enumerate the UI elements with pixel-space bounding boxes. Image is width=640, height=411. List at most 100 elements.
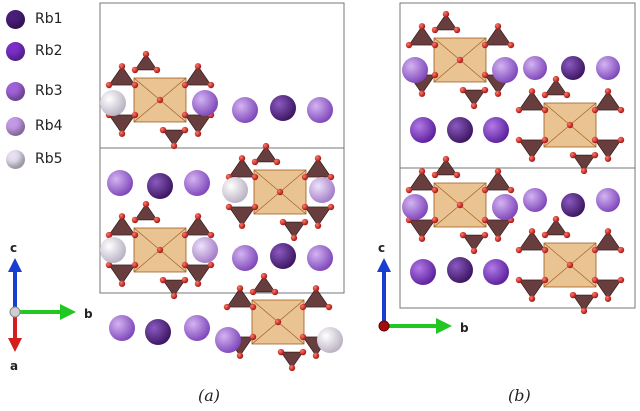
oxygen-atom bbox=[541, 246, 549, 254]
oxygen-atom bbox=[541, 276, 549, 284]
oxygen-atom bbox=[604, 155, 612, 162]
unit-b4-tetrahedron bbox=[544, 218, 568, 236]
rb1-atom bbox=[270, 243, 296, 269]
oxygen-atom bbox=[225, 203, 233, 211]
rb3-atom bbox=[523, 188, 547, 212]
oxygen-atom bbox=[418, 23, 426, 30]
unit-a2-tetrahedron bbox=[254, 145, 278, 163]
unit-b2-tetrahedron bbox=[518, 139, 546, 160]
unit-b4-tetrahedron bbox=[518, 279, 546, 300]
oxygen-atom bbox=[131, 216, 139, 224]
rb1-atom bbox=[145, 319, 171, 345]
oxygen-atom bbox=[223, 303, 231, 311]
unit-a1-tetrahedron bbox=[162, 129, 186, 147]
rb2-atom bbox=[410, 117, 436, 143]
oxygen-atom bbox=[541, 231, 549, 239]
oxygen-atom bbox=[431, 216, 439, 224]
oxygen-atom bbox=[277, 348, 285, 356]
rb4-atom bbox=[309, 177, 335, 203]
unit-b3-tetrahedron bbox=[462, 234, 486, 252]
unit-b4-tetrahedron bbox=[572, 294, 596, 312]
unit-a3-tetrahedron bbox=[162, 279, 186, 297]
oxygen-atom bbox=[541, 136, 549, 144]
oxygen-atom bbox=[528, 228, 536, 235]
rb3-atom bbox=[596, 56, 620, 80]
unit-a2-tetrahedron bbox=[304, 206, 332, 227]
unit-a2-tetrahedron bbox=[228, 157, 256, 178]
axis-a-c-head bbox=[8, 258, 22, 272]
unit-a2-tetrahedron bbox=[304, 157, 332, 178]
oxygen-atom bbox=[494, 235, 502, 242]
oxygen-atom bbox=[156, 246, 164, 254]
unit-a2-tetrahedron bbox=[228, 206, 256, 227]
legend-rb4-label: Rb4 bbox=[35, 118, 63, 134]
oxygen-atom bbox=[528, 295, 536, 302]
unit-a1-tetrahedron bbox=[184, 65, 212, 86]
panel-b-label: (b) bbox=[508, 386, 531, 405]
axis-b-c-head bbox=[377, 258, 391, 272]
oxygen-atom bbox=[159, 126, 167, 134]
oxygen-atom bbox=[481, 216, 489, 224]
oxygen-atom bbox=[194, 280, 202, 287]
rb1-atom bbox=[147, 173, 173, 199]
legend-rb5: Rb5 bbox=[6, 148, 63, 170]
rb3-atom bbox=[492, 194, 518, 220]
oxygen-atom bbox=[249, 303, 257, 311]
legend-rb1: Rb1 bbox=[6, 8, 63, 30]
oxygen-atom bbox=[453, 171, 461, 179]
rb3-atom bbox=[596, 188, 620, 212]
unit-a3-tetrahedron bbox=[108, 215, 136, 236]
oxygen-atom bbox=[207, 81, 215, 89]
rb3-atom bbox=[232, 97, 258, 123]
oxygen-atom bbox=[279, 218, 287, 226]
oxygen-atom bbox=[541, 106, 549, 114]
legend-rb1-label: Rb1 bbox=[35, 11, 63, 27]
oxygen-atom bbox=[105, 261, 113, 269]
rb5-atom bbox=[100, 237, 126, 263]
rb2-atom bbox=[483, 259, 509, 285]
oxygen-atom bbox=[181, 276, 189, 284]
oxygen-atom bbox=[118, 130, 126, 137]
oxygen-atom bbox=[327, 203, 335, 211]
oxygen-atom bbox=[181, 231, 189, 239]
legend-rb3-label: Rb3 bbox=[35, 83, 63, 99]
unit-b2-tetrahedron bbox=[594, 139, 622, 160]
oxygen-atom bbox=[159, 276, 167, 284]
axis-b-c-label: c bbox=[378, 241, 385, 255]
oxygen-atom bbox=[105, 231, 113, 239]
oxygen-atom bbox=[442, 10, 450, 18]
oxygen-atom bbox=[181, 261, 189, 269]
oxygen-atom bbox=[459, 231, 467, 239]
oxygen-atom bbox=[156, 96, 164, 104]
unit-b2-tetrahedron bbox=[594, 90, 622, 111]
unit-a1-tetrahedron bbox=[184, 114, 212, 135]
oxygen-atom bbox=[153, 66, 161, 74]
oxygen-atom bbox=[236, 352, 244, 359]
unit-b4-tetrahedron bbox=[594, 230, 622, 251]
rb1-atom bbox=[270, 95, 296, 121]
oxygen-atom bbox=[299, 348, 307, 356]
oxygen-atom bbox=[528, 155, 536, 162]
oxygen-atom bbox=[238, 155, 246, 162]
oxygen-atom bbox=[418, 90, 426, 97]
unit-b2-tetrahedron bbox=[572, 154, 596, 172]
oxygen-atom bbox=[131, 261, 139, 269]
oxygen-atom bbox=[105, 81, 113, 89]
oxygen-atom bbox=[591, 246, 599, 254]
oxygen-atom bbox=[274, 318, 282, 326]
rb1-atom bbox=[561, 56, 585, 80]
oxygen-atom bbox=[617, 106, 625, 114]
oxygen-atom bbox=[131, 66, 139, 74]
rb1-atom bbox=[561, 193, 585, 217]
unit-b3-tetrahedron bbox=[408, 170, 436, 191]
unit-b1-tetrahedron bbox=[484, 25, 512, 46]
rb5-atom bbox=[317, 327, 343, 353]
oxygen-atom bbox=[591, 136, 599, 144]
rb2-atom bbox=[410, 259, 436, 285]
unit-b2-tetrahedron bbox=[544, 78, 568, 96]
rb4-swatch bbox=[6, 116, 25, 136]
oxygen-atom bbox=[251, 173, 259, 181]
oxygen-atom bbox=[290, 234, 298, 242]
oxygen-atom bbox=[207, 231, 215, 239]
oxygen-atom bbox=[528, 88, 536, 95]
